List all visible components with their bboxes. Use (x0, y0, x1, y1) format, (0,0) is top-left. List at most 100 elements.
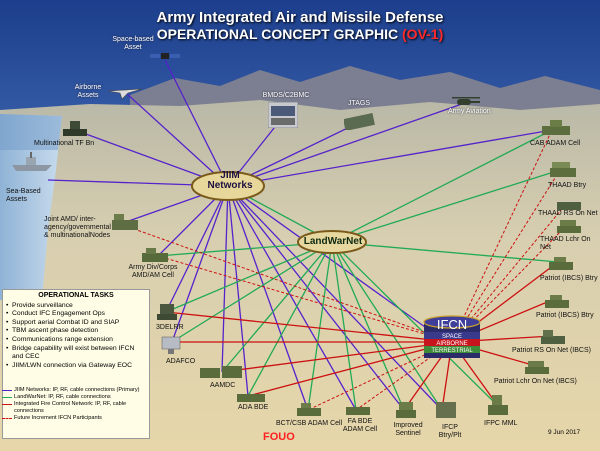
page-title: Army Integrated Air and Missile Defense (156, 9, 444, 26)
task-item: JIIM/LWN connection via Gateway EOC (6, 362, 146, 371)
joint-amd-vehicle-icon (112, 214, 138, 230)
label-fa-bde: FA BDE ADAM Cell (342, 418, 378, 433)
label-thaad-btry: THAAD Btry (548, 182, 587, 189)
task-item: Bridge capability will exist between IFC… (6, 345, 146, 362)
label-jtags: JTAGS (347, 100, 371, 107)
label-cab-adam: CAB ADAM Cell (530, 140, 581, 147)
ifpc-mml-launcher-icon (488, 395, 508, 415)
label-bmds: BMDS/C2BMC (262, 92, 310, 99)
landwarnet-link (171, 241, 333, 343)
task-item: Support aerial Combat ID and SIAP (6, 319, 146, 328)
label-aamdc: AAMDC (210, 382, 236, 389)
jiim-link (227, 185, 405, 411)
jiim-link (227, 185, 309, 411)
landwarnet-link (331, 169, 561, 243)
landwarnet-link (221, 241, 333, 373)
fa-bde-vehicle-icon (346, 407, 370, 415)
label-thaad-rs: THAAD RS On Net (538, 210, 598, 217)
tasks-heading: OPERATIONAL TASKS (38, 292, 114, 299)
jiim-link (227, 185, 249, 397)
jtags-shelter-icon (344, 113, 375, 130)
patriot-battery-icon (549, 257, 573, 270)
label-ifpc-mml: IFPC MML (484, 420, 518, 427)
label-multinational-tf: Multinational TF Bn (34, 140, 95, 147)
label-bct-csb: BCT/CSB ADAM Cell (276, 420, 343, 427)
landwarnet-link (331, 241, 357, 411)
ifcn-label: IFCN (436, 317, 468, 332)
bct-vehicle-icon (297, 403, 321, 416)
label-patriot-lchr: Patriot Lchr On Net (IBCS) (494, 378, 577, 385)
legend-landwarnet-text: LandWarNet: IP, RF, cable connections (14, 394, 111, 400)
label-sea-based: Sea-Based Assets (6, 188, 41, 203)
classification-marking: FOUO (263, 431, 295, 443)
ifcn-hub (423, 315, 481, 358)
jiim-hub (191, 171, 265, 201)
date-label: 9 Jun 2017 (548, 429, 581, 436)
label-airborne-assets: Airborne Assets (74, 84, 102, 99)
army-div-vehicle-icon (142, 248, 168, 262)
ifcn-band-space: SPACE (442, 334, 462, 340)
3delrr-radar-icon (157, 304, 177, 320)
landwarnet-link (247, 241, 333, 397)
satellite-icon (150, 53, 180, 59)
ifcn-future-link (451, 129, 553, 343)
label-patriot-ibcs-1: Patriot (IBCS) Btry (540, 275, 598, 282)
task-item: Conduct IFC Engagement Ops (6, 310, 146, 319)
landwarnet-link (331, 241, 405, 411)
jiim-networks-label: JIIM Networks (207, 170, 253, 191)
jiim-link (221, 185, 229, 373)
jiim-link (164, 59, 229, 187)
ifcp-shelter-icon (436, 402, 456, 418)
warship-icon (12, 152, 52, 171)
adafco-workstation-icon (161, 336, 181, 354)
patriot-launcher-icon (525, 361, 549, 374)
bmds-command-center-icon (268, 102, 298, 128)
legend-ifcn-text: Integrated Fire Control Network: IP, RF,… (14, 401, 127, 414)
landwarnet-hub (297, 230, 367, 254)
label-army-aviation: Army Aviation (448, 108, 491, 115)
label-army-div: Army Div/Corps AMD/AM Cell (128, 264, 178, 279)
line-legend: JIIM Networks: IP, RF, cable connections… (2, 387, 150, 422)
legend-future: Future Increment IFCN Participants (2, 415, 150, 422)
thaad-radar-icon (557, 202, 581, 210)
ifcn-band-terrestrial: TERRESTRIAL (431, 348, 473, 354)
subtitle-text: OPERATIONAL CONCEPT GRAPHIC (156, 26, 399, 42)
jiim-link (124, 91, 229, 187)
operational-tasks-panel: OPERATIONAL TASKS Provide surveillance C… (2, 289, 150, 439)
task-item: Communications range extension (6, 336, 146, 345)
patriot-radar-icon (541, 330, 565, 344)
label-patriot-rs: Patriot RS On Net (IBCS) (512, 347, 591, 354)
legend-future-text: Future Increment IFCN Participants (14, 415, 102, 421)
ifcn-future-link (451, 169, 561, 343)
label-patriot-ibcs-2: Patriot (IBCS) Btry (536, 312, 594, 319)
ada-bde-vehicle-icon (237, 394, 265, 402)
helicopter-icon (452, 97, 480, 105)
aamdc-vehicles-icon (200, 366, 242, 378)
landwarnet-link (331, 241, 499, 407)
jiim-link (227, 129, 553, 187)
ifcn-future-link (157, 255, 453, 343)
label-3delrr: 3DELRR (156, 324, 184, 331)
ifcn-band-airborne: AIRBORNE (436, 341, 468, 347)
ifcn-link (247, 341, 453, 397)
label-ada-bde: ADA BDE (238, 404, 269, 411)
landwarnet-link (165, 241, 333, 313)
task-item: TBM ascent phase detection (6, 327, 146, 336)
jiim-link (227, 103, 463, 187)
legend-ifcn: Integrated Fire Control Network: IP, RF,… (2, 401, 150, 415)
thaad-launcher-icon (557, 220, 581, 233)
jiim-link (165, 185, 229, 313)
label-joint-amd: Joint AMD/ inter- agency/governmental & … (44, 216, 111, 239)
radar-vehicle-icon (63, 121, 87, 136)
page-subtitle: OPERATIONAL CONCEPT GRAPHIC (OV-1) (0, 26, 600, 42)
tasks-list: Provide surveillance Conduct IFC Engagem… (6, 302, 146, 371)
ifcn-future-link (119, 223, 453, 343)
legend-landwarnet: LandWarNet: IP, RF, cable connections (2, 394, 150, 401)
ifcn-link (221, 341, 453, 373)
legend-jiim: JIIM Networks: IP, RF, cable connections… (2, 387, 150, 394)
landwarnet-link (331, 129, 553, 243)
sentinel-radar-icon (396, 402, 416, 418)
jiim-link (227, 185, 357, 411)
